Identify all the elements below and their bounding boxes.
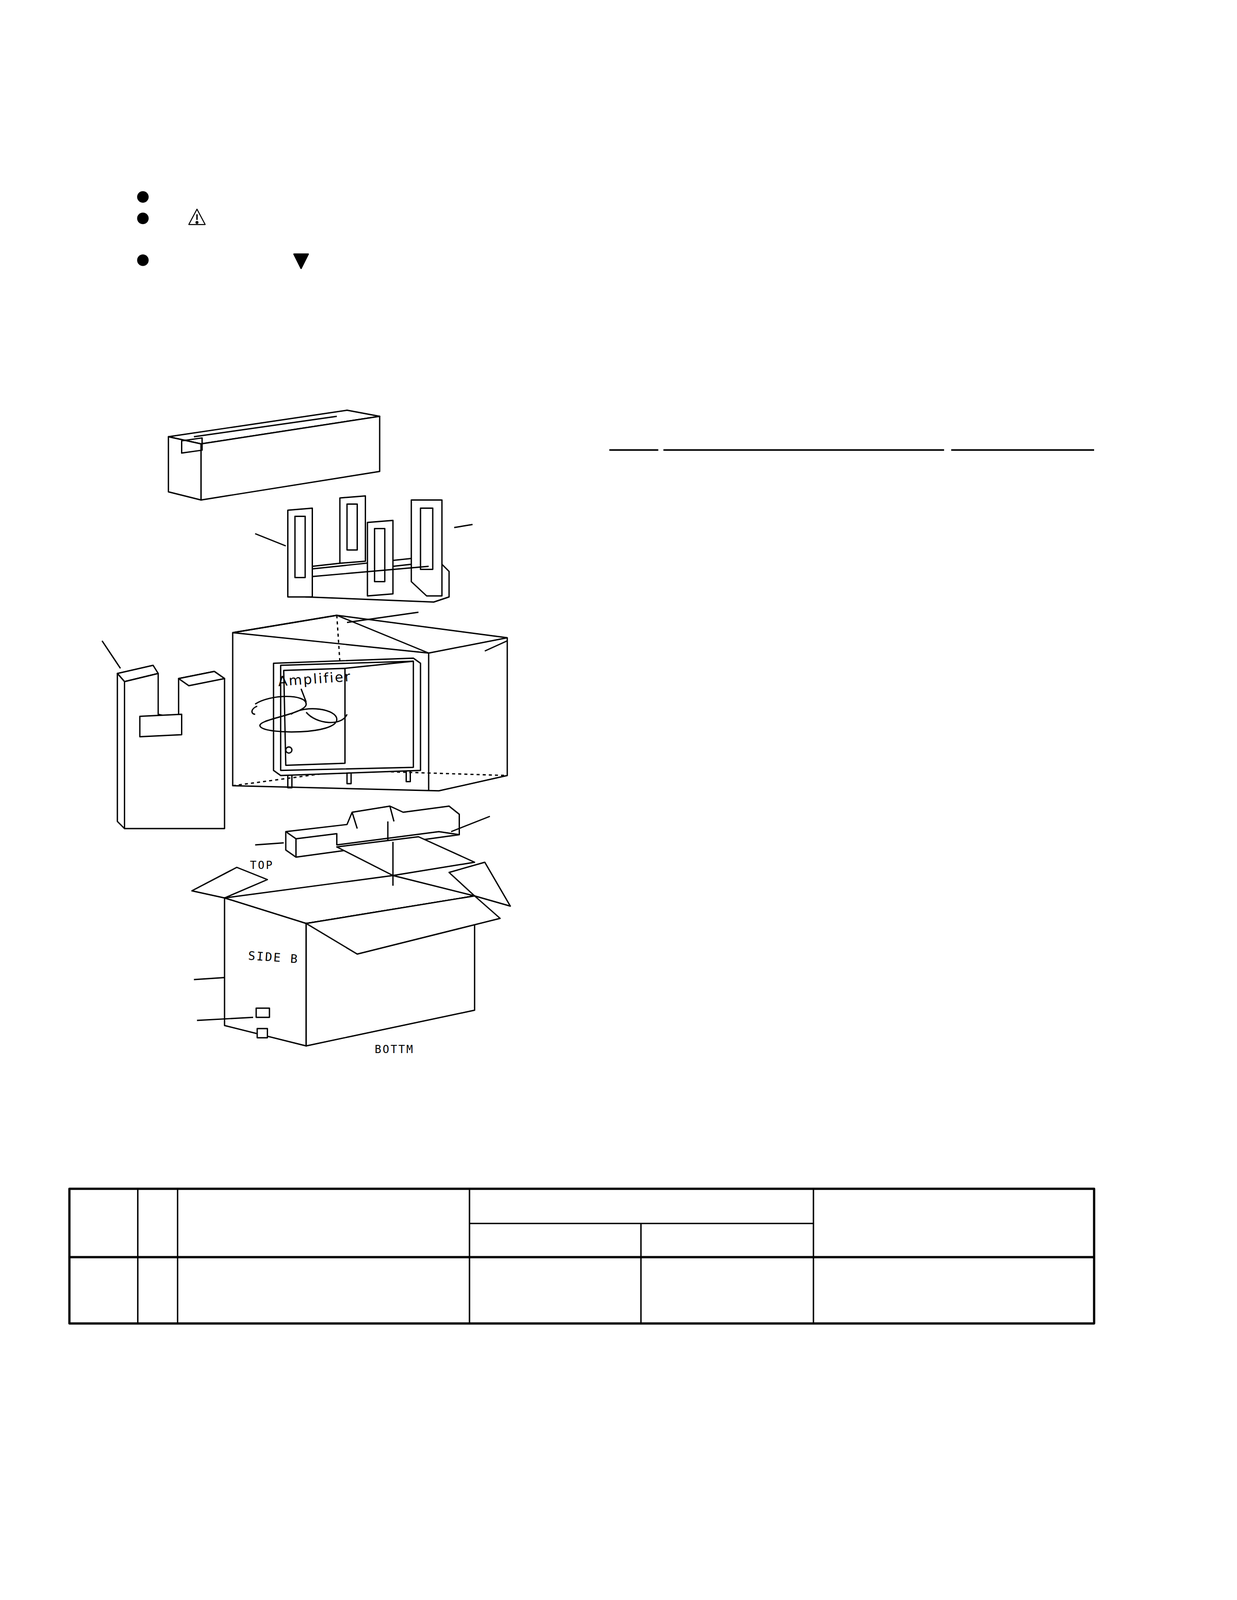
carton-marking: SIDE B xyxy=(247,949,299,966)
carton-marking: BOTTM xyxy=(374,1044,415,1056)
marker-triangle xyxy=(293,254,309,269)
carton-marking: TOP xyxy=(249,860,274,871)
bullet xyxy=(137,213,149,224)
bullet xyxy=(137,191,149,203)
bullet xyxy=(137,255,149,266)
warning-triangle xyxy=(188,209,206,225)
